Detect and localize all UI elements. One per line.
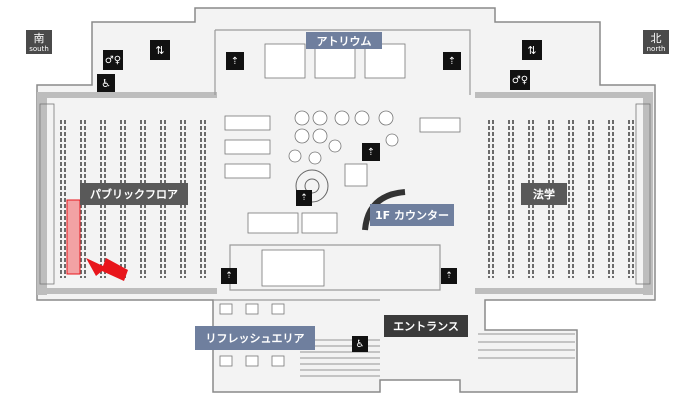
left-bottom-band [37,288,217,294]
compass-north: 北 north [643,30,669,54]
elevator-icon: ⇅ [522,40,542,60]
compass-south: 南 south [26,30,52,54]
elevator-icon: ⇅ [150,40,170,60]
right-bottom-band [475,288,653,294]
area-label-public-floor: パブリックフロア [80,183,188,205]
wall-shelves [39,103,651,285]
highlight-shelf [66,199,81,275]
restroom-icon: ♂♀ [103,50,123,70]
compass-north-kanji: 北 [650,32,662,45]
area-label-entrance: エントランス [384,315,468,337]
right-top-band [475,92,653,98]
compass-south-kanji: 南 [33,32,45,45]
stairs-icon: ⇡ [226,52,244,70]
stairs-icon: ⇡ [362,143,380,161]
left-wall-band [37,95,47,295]
spiral-stair [295,169,329,203]
area-label-atrium: アトリウム [306,32,382,49]
restroom-icon: ♂♀ [510,70,530,90]
right-wall-band [643,95,653,295]
refresh-tables [219,303,285,367]
area-label-refresh: リフレッシュエリア [195,326,315,350]
area-label-law: 法学 [521,183,567,205]
round-tables [288,110,399,165]
you-are-here-arrow [86,258,128,281]
left-top-band [37,92,217,98]
compass-north-label: north [646,45,666,53]
atrium-walls [213,29,471,301]
stairs-icon: ⇡ [221,268,237,284]
atrium-tables [224,43,461,287]
counter-arc [362,189,406,231]
accessible-icon: ♿ [352,336,368,352]
compass-south-label: south [29,45,49,53]
accessible-restroom-icon: ♿ [97,74,115,92]
building-outline [36,7,656,393]
area-label-counter: 1F カウンター [370,204,454,226]
stairs-icon: ⇡ [441,268,457,284]
stairs-icon: ⇡ [443,52,461,70]
stairs-icon: ⇡ [296,190,312,206]
